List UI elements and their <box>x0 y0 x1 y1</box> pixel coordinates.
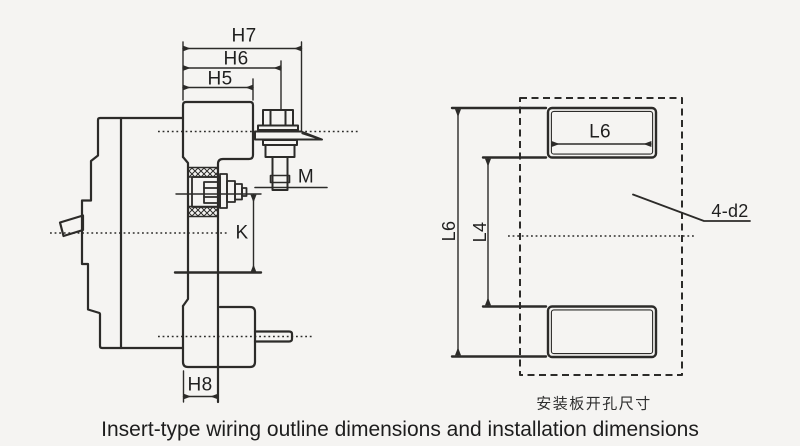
dim-label-m: M <box>297 166 315 188</box>
dim-label-l6-vertical: L6 <box>439 220 459 242</box>
dim-label-h5: H5 <box>207 68 233 90</box>
mounting-plate-dashed-boundary <box>519 97 683 376</box>
dim-label-h8: H8 <box>187 374 213 396</box>
top-slot-hole <box>546 106 658 159</box>
dim-label-4-d2: 4-d2 <box>711 201 749 221</box>
center-lines <box>50 130 358 338</box>
lower-terminal-block <box>181 304 257 369</box>
dim-label-h7: H7 <box>231 25 257 47</box>
terminal-column-left-edge <box>181 155 190 308</box>
dim-label-h6: H6 <box>223 48 249 70</box>
bottom-slot-hole <box>546 305 658 359</box>
outline-drawing-lines <box>50 41 358 404</box>
figure-caption: Insert-type wiring outline dimensions an… <box>101 418 699 441</box>
installation-subtitle-zh: 安装板开孔尺寸 <box>536 394 652 413</box>
middle-terminal-stud <box>191 173 248 209</box>
upper-bolt-assembly <box>254 109 323 191</box>
installation-drawing-lines <box>450 97 751 376</box>
outline-dimension-lines <box>182 41 328 403</box>
dim-label-k: K <box>235 222 249 244</box>
installation-dimension-lines <box>454 108 652 356</box>
installation-tick-lines <box>450 106 548 358</box>
breaker-body-outline <box>80 116 185 350</box>
hole-callout-leader <box>632 193 751 222</box>
dim-label-l6-slot: L6 <box>589 121 611 143</box>
toggle-lever <box>58 214 85 238</box>
terminal-block-outline <box>181 100 255 404</box>
dim-label-l4-vertical: L4 <box>470 221 490 243</box>
terminal-tab-plate <box>254 130 323 141</box>
